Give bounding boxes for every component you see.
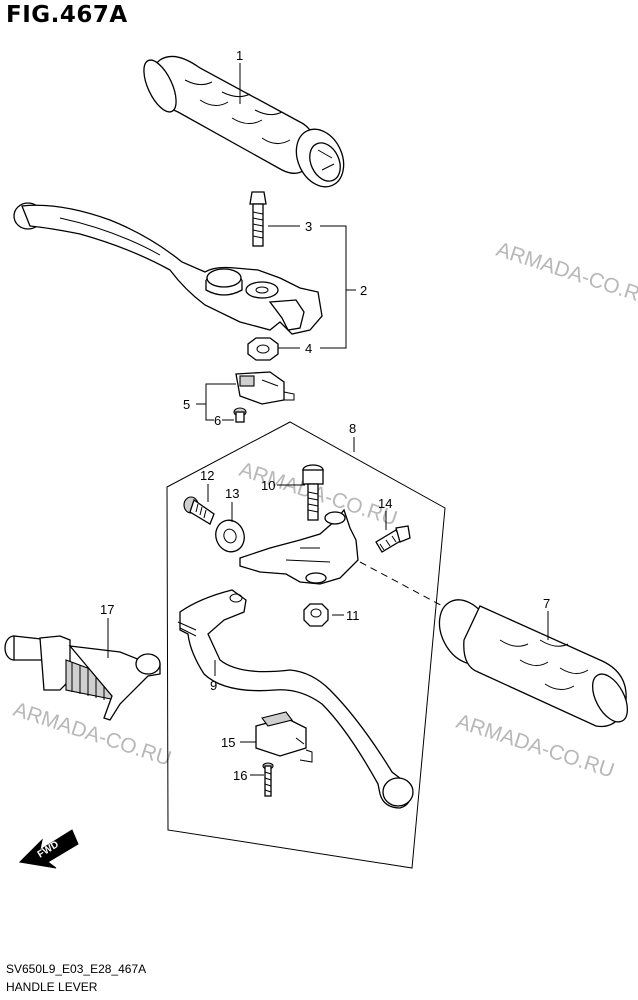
bolt-3-part [249, 191, 267, 247]
nut-11-part [303, 603, 329, 627]
screw-16-part [262, 762, 274, 797]
part-number-14: 14 [378, 496, 392, 511]
grip-left-part [143, 55, 345, 188]
part-number-9: 9 [210, 678, 217, 693]
grip-right-part [438, 599, 629, 728]
part-number-16: 16 [233, 768, 247, 783]
leader-lines [107, 63, 549, 776]
part-number-10: 10 [261, 478, 275, 493]
part-number-4: 4 [305, 341, 312, 356]
part-number-12: 12 [200, 468, 214, 483]
part-number-17: 17 [100, 602, 114, 617]
nut-4-part [247, 337, 279, 361]
screw-6-part [233, 407, 247, 423]
part-number-1: 1 [236, 48, 243, 63]
screw-12-part [183, 496, 215, 525]
clutch-lever-part [177, 589, 414, 809]
figure-caption: HANDLE LEVER [6, 980, 98, 994]
part-number-6: 6 [214, 413, 221, 428]
throttle-17-part [4, 635, 161, 721]
assembly-8-outline [166, 421, 446, 869]
watermark-1: ARMADA-CO.RU [493, 238, 638, 311]
switch-15-part [255, 711, 313, 763]
washer-13-part [215, 519, 245, 553]
clutch-bracket-part [239, 508, 359, 585]
part-number-13: 13 [225, 486, 239, 501]
brake-lever-part [13, 202, 323, 335]
part-number-15: 15 [221, 735, 235, 750]
bolt-10-part [302, 464, 324, 521]
switch-5-part [235, 371, 295, 405]
part-number-7: 7 [543, 596, 550, 611]
part-number-labels: 1 2 3 4 5 6 7 8 9 10 11 12 13 14 15 16 1… [100, 48, 550, 783]
part-number-3: 3 [305, 219, 312, 234]
figure-code: SV650L9_E03_E28_467A [6, 962, 147, 976]
figure-title: FIG.467A [6, 2, 128, 28]
watermark-3: ARMADA-CO.RU [10, 698, 174, 771]
part-number-5: 5 [183, 397, 190, 412]
bolt-14-part [375, 525, 411, 553]
part-number-8: 8 [349, 421, 356, 436]
part-number-11: 11 [346, 608, 360, 623]
assembly-centerline [359, 561, 451, 611]
part-number-2: 2 [360, 283, 367, 298]
fwd-arrow-icon: FWD [18, 829, 79, 869]
